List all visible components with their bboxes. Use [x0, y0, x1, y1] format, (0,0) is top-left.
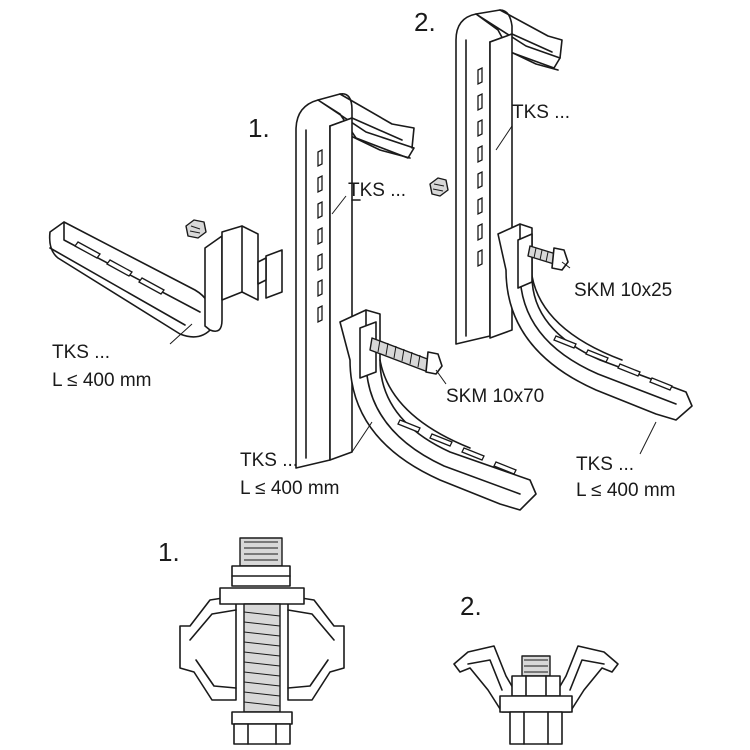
- left-nut: [185, 219, 207, 239]
- bracket-mid-length: L ≤ 400 mm: [240, 478, 340, 499]
- right-bracket: [497, 223, 693, 421]
- rail-1-label: TKS ...: [348, 180, 407, 201]
- step-2-number: 2.: [414, 7, 436, 37]
- right-bracket-slots: [553, 335, 673, 391]
- leader-lines: [169, 125, 657, 455]
- screw-10x70: [369, 337, 443, 375]
- middle-bracket-slots: [397, 419, 517, 475]
- cross-section-2: [453, 645, 619, 745]
- screw-10x25: [527, 245, 569, 271]
- middle-bracket: [339, 309, 537, 511]
- bracket-left-length: L ≤ 400 mm: [52, 370, 152, 391]
- bracket-mid-name: TKS ...: [240, 450, 299, 471]
- bracket-left-name: TKS ...: [52, 342, 111, 363]
- bracket-right-name: TKS ...: [576, 454, 635, 475]
- section-1-number: 1.: [158, 537, 180, 567]
- screw-1-label: SKM 10x70: [446, 386, 545, 407]
- screw-2-label: SKM 10x25: [574, 280, 673, 301]
- left-bracket-slots: [74, 241, 165, 295]
- step-1-number: 1.: [248, 113, 270, 143]
- section-2-number: 2.: [460, 591, 482, 621]
- rail-2: [429, 9, 563, 345]
- rail-1: [295, 93, 415, 469]
- left-bracket: [48, 219, 283, 338]
- rail-2-slots: [477, 66, 483, 268]
- rail-2-label: TKS ...: [512, 102, 571, 123]
- bracket-right-length: L ≤ 400 mm: [576, 480, 676, 501]
- rail-2-nut: [429, 177, 449, 197]
- rail-1-slots: [317, 148, 323, 324]
- cross-section-1: [179, 537, 345, 745]
